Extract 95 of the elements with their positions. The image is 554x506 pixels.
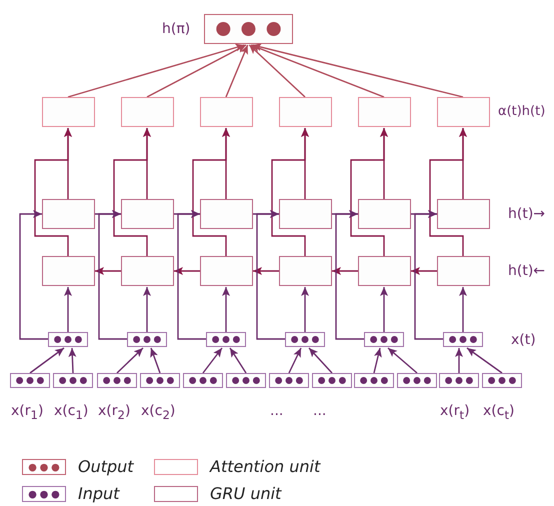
- attention-box: [121, 97, 174, 127]
- arrow: [308, 348, 333, 374]
- backward-gru-box: [42, 256, 95, 286]
- row-label: x(t): [511, 332, 536, 348]
- legend-label: GRU unit: [210, 484, 282, 504]
- forward-gru-box: [437, 199, 490, 229]
- arrow: [192, 128, 230, 256]
- arrow: [256, 210, 285, 340]
- forward-gru-box: [279, 199, 332, 229]
- arrow: [380, 287, 388, 332]
- input-vector: [140, 373, 180, 388]
- input-label: x(c$_{2}$): [141, 403, 176, 423]
- input-vector: [48, 332, 88, 347]
- arrow: [301, 287, 309, 332]
- arrow: [229, 348, 247, 374]
- legend-label: Input: [78, 484, 120, 504]
- attention-box: [200, 97, 253, 127]
- arrow: [202, 348, 223, 374]
- forward-gru-box: [121, 199, 174, 229]
- arrow: [177, 210, 206, 340]
- attention-box: [437, 97, 490, 127]
- input-vector: [482, 373, 522, 388]
- input-vector: [53, 373, 93, 388]
- arrow: [332, 267, 358, 275]
- arrow: [466, 347, 502, 374]
- input-vector: [183, 373, 223, 388]
- input-vector: [269, 373, 309, 388]
- input-label: x(c$_{t}$): [483, 403, 514, 423]
- input-label: x(r$_{1}$): [11, 403, 44, 423]
- arrow: [30, 347, 64, 374]
- arrow: [411, 267, 437, 275]
- input-vector: [354, 373, 394, 388]
- attention-box: [279, 97, 332, 127]
- row-label: h(t)←: [508, 263, 546, 279]
- input-label: ...: [313, 403, 326, 419]
- arrow: [248, 44, 306, 98]
- input-vector: [364, 332, 404, 347]
- arrow: [350, 128, 388, 256]
- input-vector: [439, 373, 479, 388]
- input-vector: [285, 332, 325, 347]
- input-label: x(r$_{t}$): [440, 403, 470, 423]
- arrow: [253, 267, 279, 275]
- arrow: [414, 210, 443, 340]
- input-label: x(r$_{2}$): [98, 403, 130, 423]
- arrow: [68, 44, 245, 98]
- arrow: [116, 348, 144, 374]
- arrow: [225, 44, 248, 98]
- output-label: h(π): [162, 21, 190, 37]
- arrow: [288, 348, 302, 374]
- input-vector: [443, 332, 483, 347]
- backward-gru-box: [200, 256, 253, 286]
- input-label: ...: [270, 403, 284, 419]
- arrow: [146, 44, 246, 98]
- input-vector: [226, 373, 266, 388]
- backward-gru-box: [279, 256, 332, 286]
- input-vector: [312, 373, 352, 388]
- arrow: [459, 287, 467, 332]
- arrow: [271, 128, 309, 256]
- arrow: [98, 210, 127, 340]
- row-label: α(t)h(t): [498, 104, 546, 120]
- arrow: [250, 44, 384, 98]
- arrow: [388, 347, 418, 374]
- forward-gru-box: [42, 199, 95, 229]
- attention-box: [358, 97, 411, 127]
- forward-gru-box: [358, 199, 411, 229]
- input-vector: [206, 332, 246, 347]
- legend-label: Output: [78, 457, 134, 477]
- arrow: [113, 128, 151, 256]
- arrow: [19, 210, 48, 340]
- input-vector: [127, 332, 167, 347]
- output-vector: [204, 14, 293, 44]
- input-vector: [10, 373, 50, 388]
- arrow: [252, 43, 464, 98]
- row-label: h(t)→: [508, 206, 546, 222]
- arrow: [143, 287, 151, 332]
- backward-gru-box: [358, 256, 411, 286]
- arrow: [68, 348, 76, 374]
- legend-label: Attention unit: [210, 457, 320, 477]
- arrow: [373, 348, 382, 374]
- arrow: [222, 287, 230, 332]
- arrow: [150, 348, 161, 374]
- backward-gru-box: [437, 256, 490, 286]
- arrow: [95, 267, 121, 275]
- arrow: [455, 348, 463, 373]
- backward-gru-box: [121, 256, 174, 286]
- arrow: [34, 128, 72, 256]
- arrow: [64, 287, 72, 332]
- arrow: [335, 210, 364, 340]
- attention-box: [42, 97, 95, 127]
- input-label: x(c$_{1}$): [54, 403, 88, 423]
- forward-gru-box: [200, 199, 253, 229]
- arrow: [174, 267, 200, 275]
- input-vector: [97, 373, 137, 388]
- input-vector: [397, 373, 437, 388]
- arrow: [429, 128, 467, 256]
